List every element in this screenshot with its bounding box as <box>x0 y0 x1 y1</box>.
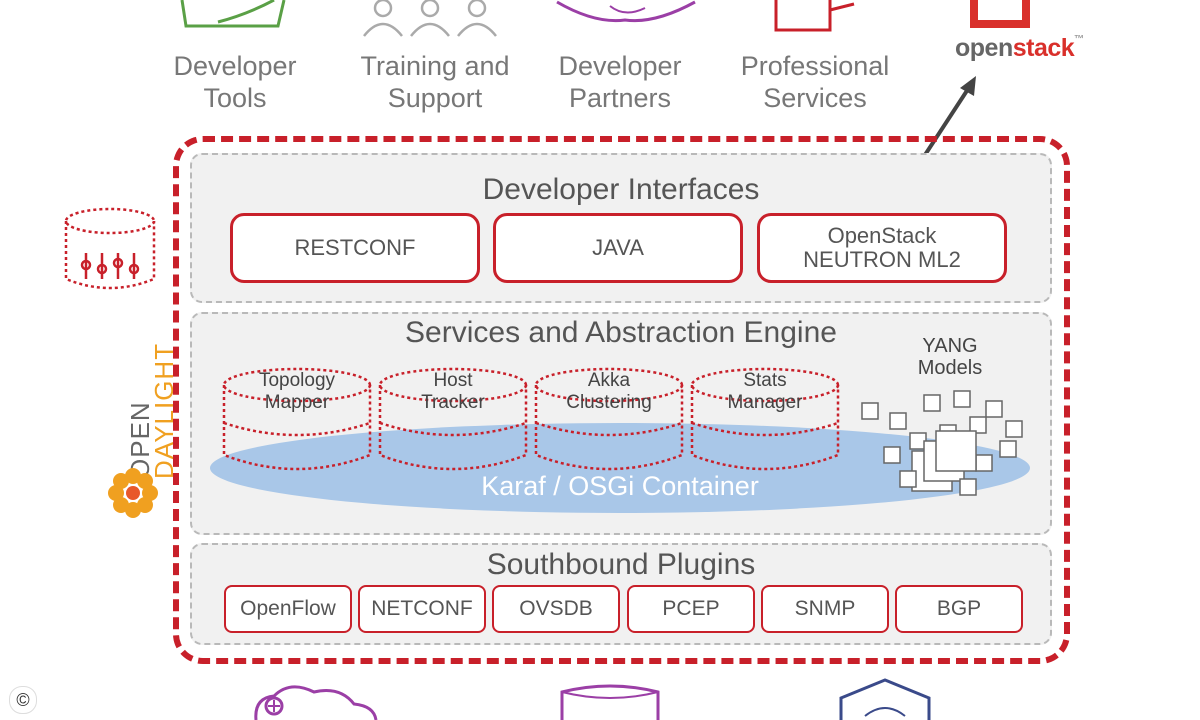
akka-clustering-line2: Clustering <box>566 392 652 413</box>
developer-tools-icon <box>180 0 286 28</box>
training-support-line2: Support <box>387 83 483 113</box>
opendaylight-logo: OPEN DAYLIGHT <box>112 320 179 480</box>
stats-manager-cylinder <box>690 367 840 471</box>
topology-mapper-cylinder <box>222 367 372 471</box>
services-title: Services and Abstraction Engine <box>405 316 837 349</box>
service-components-graphic <box>210 367 1030 513</box>
openstack-tm: ™ <box>1074 34 1084 45</box>
professional-services-line1: Professional <box>740 51 890 81</box>
professional-services-line2: Services <box>763 83 867 113</box>
openstack-logo-icon <box>970 0 1030 28</box>
opendaylight-flower-icon <box>108 468 158 518</box>
restconf-label: RESTCONF <box>294 235 416 260</box>
openstack-neutron-line1: OpenStack <box>827 223 937 248</box>
opendaylight-logo-text: OPEN DAYLIGHT <box>125 319 179 479</box>
developer-partners-label: Developer Partners <box>535 50 705 114</box>
yang-line2: Models <box>917 357 983 379</box>
developer-interfaces-title: Developer Interfaces <box>482 173 760 206</box>
database-icon <box>64 207 156 290</box>
plugin-openflow-label: OpenFlow <box>240 597 336 620</box>
plugin-pcep-label: PCEP <box>662 597 720 620</box>
openstack-prefix: open <box>955 34 1013 62</box>
handshake-icon <box>556 0 696 23</box>
plugin-openflow: OpenFlow <box>224 585 352 633</box>
document-icon <box>774 0 855 32</box>
plugin-bgp: BGP <box>895 585 1023 633</box>
plugin-bgp-label: BGP <box>936 597 982 620</box>
restconf-box: RESTCONF <box>230 213 480 283</box>
openstack-wordmark: openstack™ <box>955 34 1084 63</box>
karaf-container-ellipse <box>210 423 1030 513</box>
training-support-line1: Training and <box>360 51 510 81</box>
stats-manager-line2: Manager <box>727 392 803 413</box>
host-tracker-label: Host Tracker <box>378 370 528 414</box>
yang-line1: YANG <box>922 335 978 357</box>
developer-partners-line2: Partners <box>568 83 672 113</box>
copyright-mark: © <box>9 686 37 714</box>
professional-services-label: Professional Services <box>720 50 910 114</box>
java-label: JAVA <box>592 235 644 260</box>
akka-clustering-cylinder <box>534 367 684 471</box>
plugin-pcep: PCEP <box>627 585 755 633</box>
yang-models-cubes-icon <box>861 390 1023 496</box>
akka-clustering-line1: Akka <box>587 370 631 391</box>
plugin-snmp-label: SNMP <box>794 597 856 620</box>
training-people-icon <box>363 0 497 37</box>
developer-tools-label: Developer Tools <box>150 50 320 114</box>
topology-mapper-label: Topology Mapper <box>222 370 372 414</box>
yang-models-label: YANG Models <box>895 335 1005 379</box>
plugin-netconf: NETCONF <box>358 585 486 633</box>
java-box: JAVA <box>493 213 743 283</box>
southbound-title: Southbound Plugins <box>486 548 756 581</box>
topology-mapper-line2: Mapper <box>264 392 330 413</box>
developer-partners-line1: Developer <box>558 51 682 81</box>
training-support-label: Training and Support <box>340 50 530 114</box>
akka-clustering-label: Akka Clustering <box>534 370 684 414</box>
developer-tools-line1: Developer <box>173 51 297 81</box>
plugin-ovsdb: OVSDB <box>492 585 620 633</box>
host-tracker-line2: Tracker <box>421 392 485 413</box>
openstack-suffix: stack <box>1012 34 1075 62</box>
copyright-symbol: © <box>16 690 30 710</box>
topology-mapper-line1: Topology <box>258 370 336 391</box>
openstack-neutron-box: OpenStack NEUTRON ML2 <box>757 213 1007 283</box>
network-device-icon <box>839 678 931 720</box>
karaf-container-label: Karaf / OSGi Container <box>481 471 759 501</box>
opendaylight-platform-frame <box>173 136 1070 664</box>
plugin-snmp: SNMP <box>761 585 889 633</box>
plugin-ovsdb-label: OVSDB <box>519 597 593 620</box>
stats-manager-label: Stats Manager <box>690 370 840 414</box>
plugin-netconf-label: NETCONF <box>371 597 473 620</box>
host-tracker-cylinder <box>378 367 528 471</box>
developer-tools-line2: Tools <box>203 83 267 113</box>
storage-icon <box>560 684 660 720</box>
cloud-icon <box>254 685 378 720</box>
host-tracker-line1: Host <box>433 370 473 391</box>
stats-manager-line1: Stats <box>743 370 787 391</box>
openstack-neutron-line2: NEUTRON ML2 <box>803 247 961 272</box>
